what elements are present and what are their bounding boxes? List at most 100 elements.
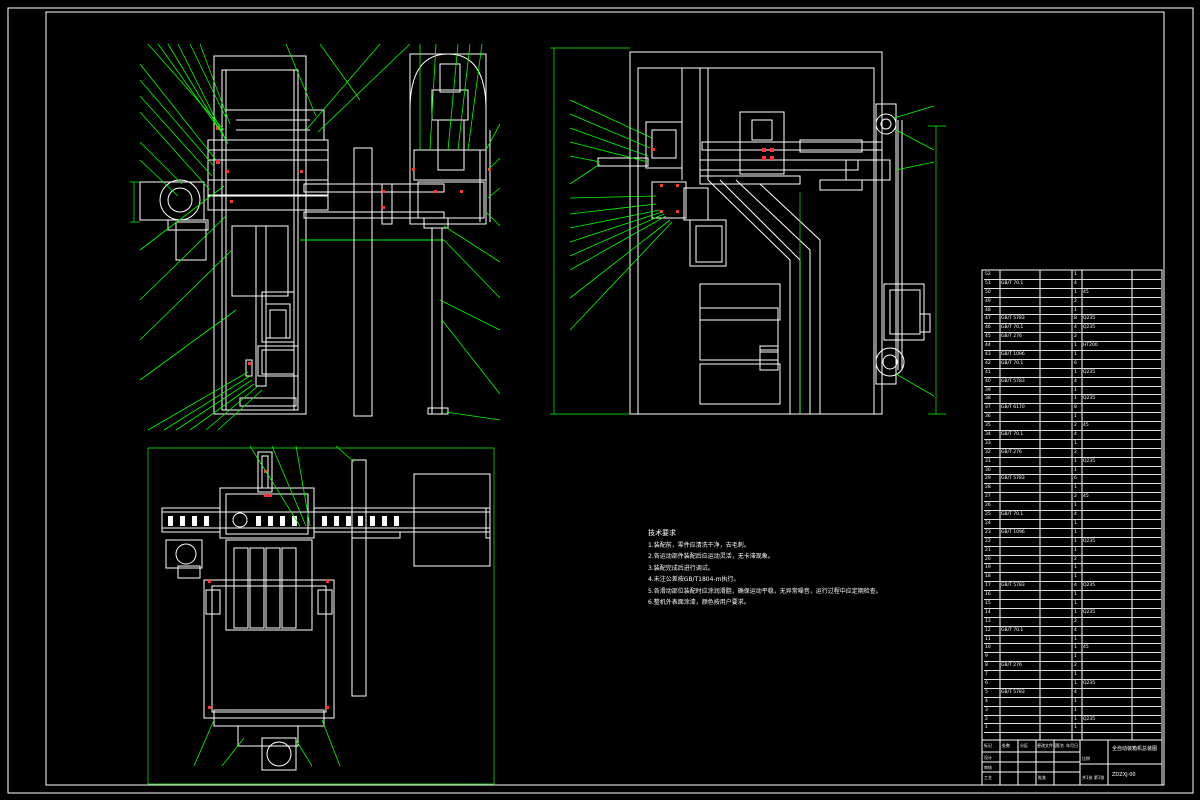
bom-cell-code: GB/T 1096 [1001,352,1025,358]
bom-cell-qty: 1 [1074,565,1077,571]
front-view [139,53,491,417]
bom-cell-mat: Q235 [1083,369,1096,375]
bom-cell-qty: 2 [1074,663,1077,669]
bom-cell-code: GB/T 70.1 [1001,432,1024,438]
bom-cell-no: 36 [985,414,991,420]
bom-cell-code: GB/T 5783 [1001,583,1025,589]
sheet-label: 共1张 第1张 [1082,775,1105,780]
bom-cell-no: 52 [985,272,991,277]
bom-cell-qty: 4 [1074,583,1077,589]
bom-cell-mat: Q235 [1083,609,1096,615]
bom-cell-no: 27 [985,494,991,500]
front-view-dimensions [130,181,140,223]
drawing-title: 全自动装箱机总装图 [1112,746,1158,752]
bom-cell-qty: 1 [1074,440,1077,446]
bom-cell-qty: 1 [1074,396,1077,402]
bom-cell-no: 4 [985,698,988,704]
bom-cell-no: 38 [985,396,991,402]
bom-cell-mat: Q235 [1083,325,1096,331]
bom-cell-qty: 8 [1074,405,1077,411]
title-block-label: 分区 [1020,743,1028,748]
bom-cell-no: 8 [985,663,988,669]
bom-cell-no: 43 [985,352,991,358]
bom-cell-qty: 1 [1074,467,1077,473]
bom-cell-qty: 8 [1074,316,1077,322]
bom-cell-no: 45 [985,334,991,340]
bom-cell-no: 19 [985,565,991,571]
bom-cell-no: 17 [985,583,991,589]
bom-cell-no: 22 [985,538,991,544]
bom-cell-qty: 4 [1074,432,1077,438]
bom-row: 52 1 [984,271,1161,280]
bom-cell-qty: 1 [1074,387,1077,393]
bom-cell-qty: 1 [1074,520,1077,526]
bom-cell-no: 24 [985,520,991,526]
side-view-leaders [569,99,935,397]
bom-cell-qty: 1 [1074,592,1077,598]
bom-cell-mat: Q235 [1083,396,1096,402]
bom-cell-no: 25 [985,512,991,518]
requirement-line: 5.各滑动部位装配时应涂润滑脂，确保运动平稳，无异常噪音，运行过程中应定期检查。 [648,587,882,595]
bom-cell-no: 5 [985,689,988,695]
bom-cell-qty: 4 [1074,280,1077,286]
title-block-label: 处数 [1002,743,1010,748]
bom-cell-qty: 4 [1074,627,1077,633]
bom-cell-qty: 1 [1074,503,1077,509]
bom-row: 38 1 Q235 [984,395,1161,405]
bom-cell-qty: 1 [1074,636,1077,642]
bom-row: 19 1 [984,564,1161,574]
bom-cell-qty: 2 [1074,494,1077,500]
bom-cell-qty: 1 [1074,600,1077,606]
bom-cell-no: 51 [985,280,991,286]
requirement-line: 3.装配完成后进行调试。 [648,564,714,572]
bom-cell-mat: Q235 [1083,316,1096,322]
title-block-frame [981,739,1163,786]
bom-cell-qty: 1 [1074,716,1077,722]
bom-cell-qty: 2 [1074,423,1077,429]
bom-cell-qty: 2 [1074,298,1077,304]
bom-row: 33 1 [984,440,1161,449]
bom-cell-no: 34 [985,432,991,438]
bom-cell-no: 32 [985,449,991,455]
bom-cell-no: 31 [985,458,991,464]
bom-cell-no: 29 [985,476,991,482]
bom-cell-no: 30 [985,467,991,473]
bom-cell-no: 42 [985,360,991,366]
bom-cell-no: 46 [985,325,991,331]
bom-cell-no: 14 [985,609,991,615]
bom-cell-qty: 1 [1074,707,1077,713]
bom-cell-no: 23 [985,529,991,535]
technical-requirements-title: 技术要求 [648,529,676,537]
bom-cell-qty: 1 [1074,272,1077,277]
bom-cell-qty: 2 [1074,618,1077,624]
bom-cell-qty: 1 [1074,414,1077,420]
bom-cell-mat: HT200 [1083,343,1098,349]
bom-cell-no: 33 [985,440,991,446]
bom-cell-no: 35 [985,423,991,429]
bom-cell-qty: 1 [1074,538,1077,544]
top-view-conveyor-pockets [168,516,399,526]
bom-cell-code: GB/T 70.1 [1001,512,1024,518]
bom-cell-qty: 2 [1074,334,1077,340]
bom-cell-no: 39 [985,387,991,393]
bom-cell-code: GB/T 5783 [1001,689,1025,695]
bom-cell-code: GB/T 276 [1001,663,1022,669]
